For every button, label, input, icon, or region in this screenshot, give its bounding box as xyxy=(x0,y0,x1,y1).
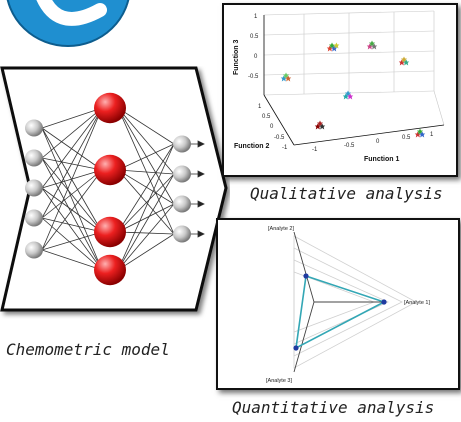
y-tick-2: 0.5 xyxy=(262,114,271,120)
radar-chart: [Analyte 2] [Analyte 1] [Analyte 3] xyxy=(266,226,430,384)
radar-point-analyte-1 xyxy=(381,299,387,305)
z-tick-3: 0 xyxy=(254,54,258,60)
scatter-point xyxy=(314,123,321,130)
x-tick-2: -0.5 xyxy=(344,143,355,149)
scatter-point xyxy=(280,75,287,82)
scatter-clusters xyxy=(280,40,426,138)
neural-network-panel xyxy=(0,66,228,312)
network-connections xyxy=(41,107,205,271)
scatter-point xyxy=(414,131,421,138)
output-neuron xyxy=(173,225,191,243)
scatter-point xyxy=(342,93,349,100)
y-tick-5: -1 xyxy=(282,145,288,151)
qualitative-analysis-caption: Qualitative analysis xyxy=(250,184,443,203)
scatter-point xyxy=(326,45,333,52)
radar-point-analyte-3 xyxy=(293,345,299,351)
scatter-point xyxy=(419,131,426,138)
qualitative-panel: 1 0.5 0 -0.5 1 0.5 0 -0.5 -1 -1 -0.5 0 0… xyxy=(222,3,458,177)
scatter-point xyxy=(371,43,378,50)
radar-series-line xyxy=(294,274,387,350)
input-neuron xyxy=(25,149,43,167)
x-tick-4: 0.5 xyxy=(402,135,411,141)
scatter-3d-plot: 1 0.5 0 -0.5 1 0.5 0 -0.5 -1 -1 -0.5 0 0… xyxy=(233,10,445,163)
blue-circle-accent xyxy=(6,0,130,47)
y-tick-3: 0 xyxy=(270,124,274,130)
quantitative-panel: [Analyte 2] [Analyte 1] [Analyte 3] xyxy=(216,218,460,390)
analyte-2-label: [Analyte 2] xyxy=(268,226,294,232)
hidden-neuron xyxy=(94,254,126,286)
input-neuron xyxy=(25,209,43,227)
analyte-3-label: [Analyte 3] xyxy=(266,378,292,384)
scatter-point xyxy=(347,93,354,100)
analyte-1-label: [Analyte 1] xyxy=(404,300,430,306)
z-tick-2: 0.5 xyxy=(250,34,259,40)
output-neuron xyxy=(173,165,191,183)
scatter-point xyxy=(366,43,373,50)
scatter-point xyxy=(319,123,326,130)
input-neuron xyxy=(25,119,43,137)
output-neuron xyxy=(173,195,191,213)
hidden-neuron xyxy=(94,216,126,248)
radar-point-analyte-2 xyxy=(303,273,309,279)
hidden-neuron xyxy=(94,154,126,186)
chemometric-model-caption: Chemometric model xyxy=(6,340,170,359)
x-tick-3: 0 xyxy=(376,139,380,145)
z-axis-label: Function 3 xyxy=(233,40,240,75)
x-tick-1: -1 xyxy=(312,147,318,153)
z-tick-1: 1 xyxy=(254,14,258,20)
y-tick-1: 1 xyxy=(258,104,262,110)
y-tick-4: -0.5 xyxy=(274,135,285,141)
hidden-neuron xyxy=(94,92,126,124)
scatter-point xyxy=(333,42,340,49)
scatter-point xyxy=(403,59,410,66)
input-neuron xyxy=(25,241,43,259)
output-neuron xyxy=(173,135,191,153)
scatter-point xyxy=(398,59,405,66)
scatter-point xyxy=(285,75,292,82)
scatter-point xyxy=(331,45,338,52)
y-axis-label: Function 2 xyxy=(234,143,269,150)
x-axis-label: Function 1 xyxy=(364,156,399,163)
x-tick-5: 1 xyxy=(430,132,434,138)
z-tick-4: -0.5 xyxy=(248,74,259,80)
input-neuron xyxy=(25,179,43,197)
quantitative-analysis-caption: Quantitative analysis xyxy=(232,398,435,417)
